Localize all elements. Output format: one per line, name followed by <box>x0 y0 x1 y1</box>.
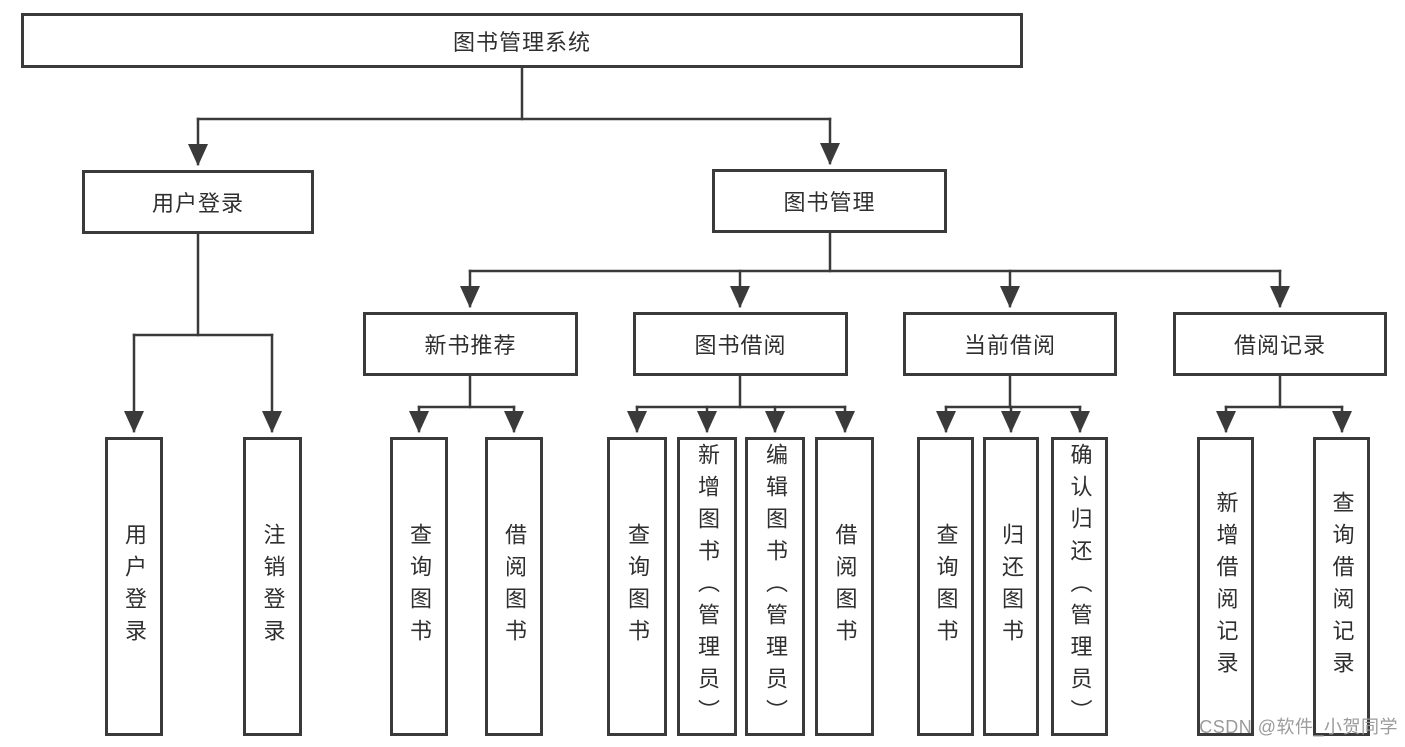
leaf-add-books-admin: 新增图书（管理员） <box>677 437 737 736</box>
leaf-query-books-current: 查询图书 <box>917 437 974 736</box>
leaf-add-borrow-record: 新增借阅记录 <box>1197 437 1254 736</box>
node-new-book-recommend: 新书推荐 <box>363 312 578 376</box>
leaf-query-borrow-record: 查询借阅记录 <box>1313 437 1370 736</box>
leaf-query-books-recommend: 查询图书 <box>390 437 448 736</box>
leaf-logout-login: 注销登录 <box>243 437 302 736</box>
leaf-borrow-books-recommend: 借阅图书 <box>485 437 543 736</box>
node-borrow-records: 借阅记录 <box>1173 312 1387 376</box>
leaf-query-books-borrow: 查询图书 <box>607 437 667 736</box>
node-current-borrow: 当前借阅 <box>903 312 1117 376</box>
leaf-borrow-books: 借阅图书 <box>815 437 874 736</box>
node-user-login: 用户登录 <box>82 170 314 234</box>
node-book-management: 图书管理 <box>712 169 947 233</box>
node-root-system: 图书管理系统 <box>21 13 1023 68</box>
leaf-user-login: 用户登录 <box>105 437 163 736</box>
leaf-return-books: 归还图书 <box>983 437 1039 736</box>
leaf-confirm-return-admin: 确认归还（管理员） <box>1051 437 1108 736</box>
node-book-borrow: 图书借阅 <box>633 312 848 376</box>
leaf-edit-books-admin: 编辑图书（管理员） <box>745 437 805 736</box>
csdn-watermark: CSDN @软件_小贺同学 <box>1199 717 1398 737</box>
